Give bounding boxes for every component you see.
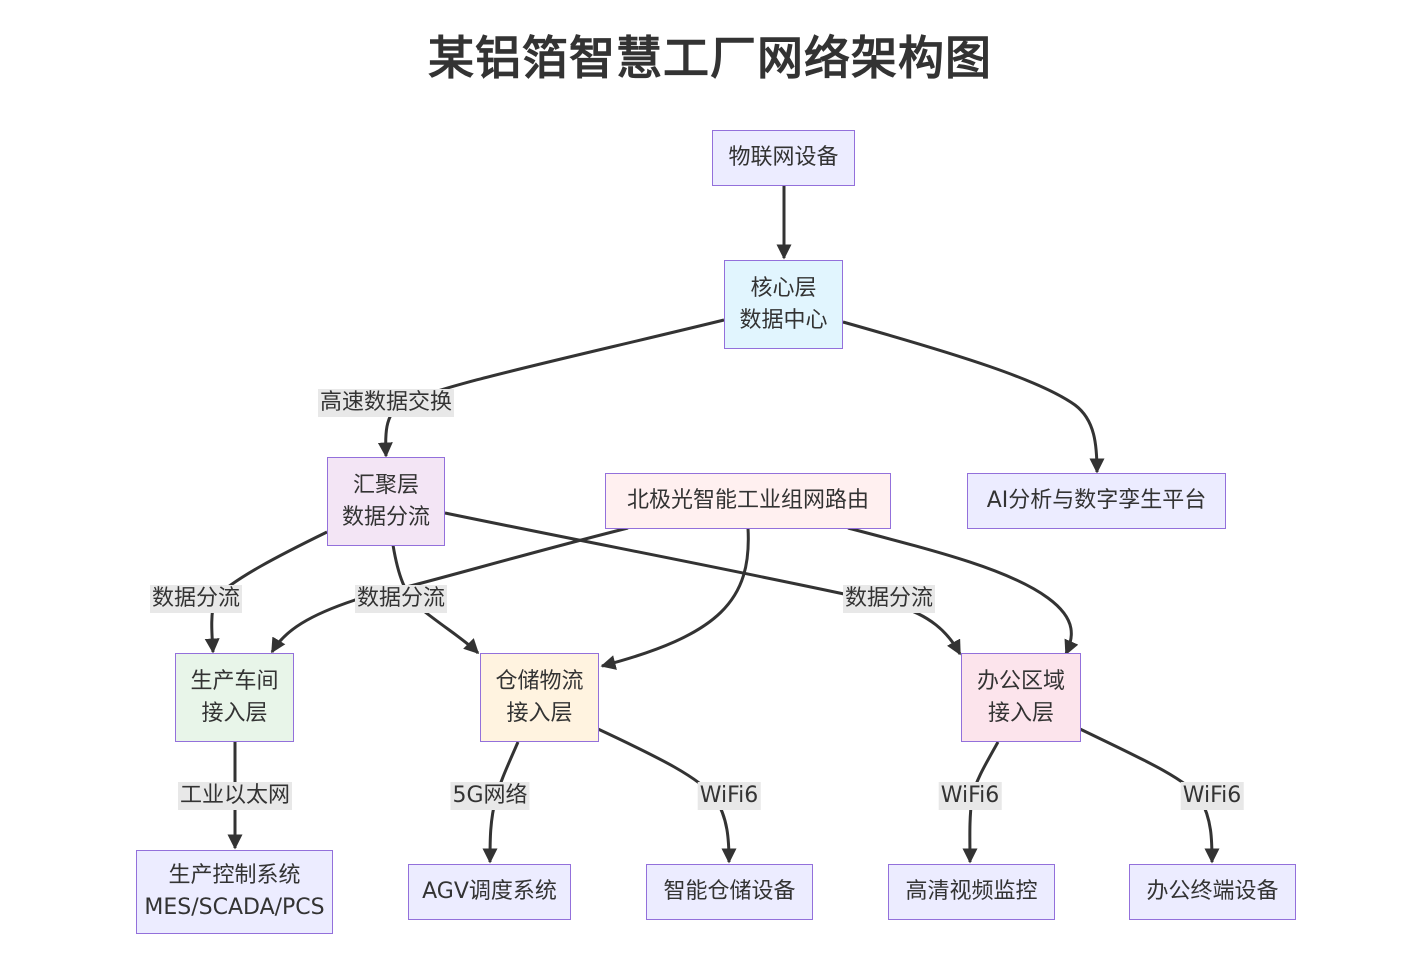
node-label: 接入层 — [201, 700, 268, 726]
node-video-surveillance[interactable]: 高清视频监控 — [888, 864, 1055, 920]
node-production-access[interactable]: 生产车间 接入层 — [175, 653, 294, 742]
node-agv-dispatch[interactable]: AGV调度系统 — [408, 864, 571, 920]
edge-label-prod-pcs: 工业以太网 — [177, 782, 293, 810]
edge-label-core-agg: 高速数据交换 — [317, 389, 455, 417]
node-production-control[interactable]: 生产控制系统 MES/SCADA/PCS — [136, 850, 333, 934]
edge-label-office-terminal: WiFi6 — [1180, 782, 1244, 810]
node-label: 核心层 — [750, 275, 817, 301]
edge-label-agg-office: 数据分流 — [842, 585, 936, 613]
node-smart-warehouse[interactable]: 智能仓储设备 — [646, 864, 813, 920]
node-label: MES/SCADA/PCS — [144, 895, 325, 920]
node-label: 汇聚层 — [352, 472, 419, 498]
node-label: 北极光智能工业组网路由 — [626, 488, 869, 513]
node-label: 接入层 — [987, 700, 1054, 726]
edge-core-ai — [842, 320, 1105, 474]
edge-label-wh-smartwh: WiFi6 — [697, 782, 761, 810]
node-office-terminals[interactable]: 办公终端设备 — [1129, 864, 1296, 920]
node-label: 数据中心 — [739, 307, 828, 333]
node-label: 智能仓储设备 — [663, 879, 796, 904]
node-aurora-router[interactable]: 北极光智能工业组网路由 — [605, 473, 891, 529]
node-aggregation-layer[interactable]: 汇聚层 数据分流 — [327, 457, 445, 546]
node-label: 生产控制系统 — [168, 863, 301, 888]
edge-label-wh-agv: 5G网络 — [450, 782, 530, 810]
node-label: AGV调度系统 — [422, 879, 557, 904]
node-label: 数据分流 — [341, 504, 430, 530]
node-label: 高清视频监控 — [905, 879, 1038, 904]
node-office-access[interactable]: 办公区域 接入层 — [961, 653, 1081, 742]
node-warehouse-access[interactable]: 仓储物流 接入层 — [480, 653, 599, 742]
edge-label-agg-wh: 数据分流 — [354, 585, 448, 613]
node-core-layer[interactable]: 核心层 数据中心 — [724, 260, 843, 349]
node-label: 办公终端设备 — [1146, 879, 1279, 904]
node-label: 接入层 — [506, 700, 573, 726]
node-iot-devices[interactable]: 物联网设备 — [712, 130, 855, 186]
edge-label-agg-prod: 数据分流 — [149, 585, 243, 613]
edge-label-office-cctv: WiFi6 — [938, 782, 1002, 810]
edge-agg-office — [444, 511, 962, 656]
node-label: AI分析与数字孪生平台 — [986, 488, 1207, 513]
edge-core-agg — [377, 318, 725, 458]
diagram-title: 某铝箔智慧工厂网络架构图 — [428, 31, 992, 85]
edge-aurora-prod — [270, 526, 629, 654]
edge-aurora-wh — [600, 527, 750, 670]
node-label: 物联网设备 — [728, 145, 839, 170]
edge-aurora-office — [847, 526, 1079, 656]
node-label: 仓储物流 — [495, 668, 584, 694]
node-ai-platform[interactable]: AI分析与数字孪生平台 — [967, 473, 1226, 529]
node-label: 办公区域 — [976, 668, 1065, 694]
node-label: 生产车间 — [190, 668, 279, 694]
